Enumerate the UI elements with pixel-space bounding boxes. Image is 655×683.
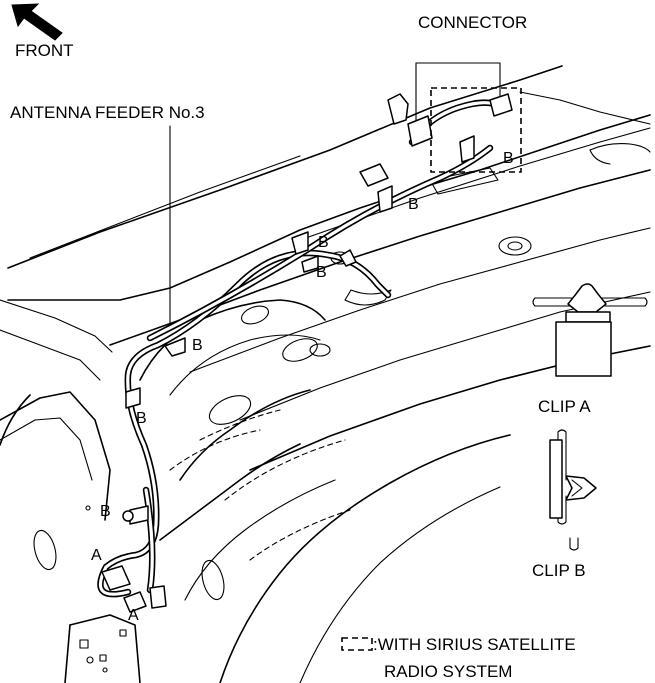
clip-b-marker: B — [316, 264, 327, 281]
clip-a-detail — [532, 283, 648, 377]
clip-a-marker: A — [91, 547, 102, 564]
front-label: FRONT — [15, 41, 74, 60]
legend-text-line2: RADIO SYSTEM — [384, 662, 512, 681]
legend-dashed-box-icon — [341, 637, 373, 651]
clip-b-label: CLIP B — [532, 561, 586, 580]
antenna-connectors — [101, 93, 513, 613]
legend-text-line1: :WITH SIRIUS SATELLITE — [373, 635, 576, 654]
vehicle-body-outline — [0, 65, 651, 683]
sirius-option-box — [430, 87, 522, 173]
connector-label: CONNECTOR — [418, 13, 527, 32]
clip-a-label: CLIP A — [538, 397, 591, 416]
clip-a-marker: A — [128, 607, 139, 624]
clip-b-brackets — [122, 135, 475, 525]
connector-leader-lines — [415, 62, 501, 121]
clip-b-marker: B — [318, 234, 329, 251]
clip-b-marker: B — [136, 410, 147, 427]
clip-b-marker: B — [408, 196, 419, 213]
front-arrow-icon — [11, 3, 63, 41]
clip-b-detail — [549, 429, 597, 551]
clip-b-marker: B — [100, 503, 111, 520]
antenna-feeder-label: ANTENNA FEEDER No.3 — [10, 103, 205, 122]
clip-b-marker: B — [192, 337, 203, 354]
clip-b-marker: B — [503, 150, 514, 167]
